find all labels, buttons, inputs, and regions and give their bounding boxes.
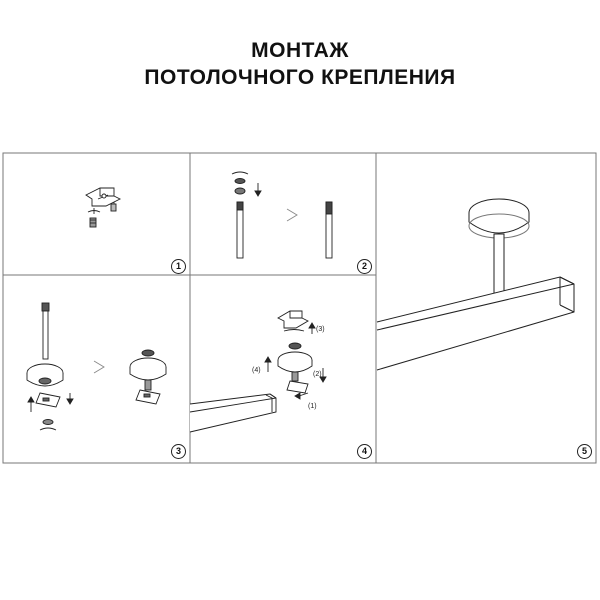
step-number-1: 1 [171,259,186,274]
panel-4-mount-to-profile: (3) (4) (2) (1) [189,310,327,433]
panel-3-canopy-assembly [26,302,167,431]
step-number-5: 5 [577,444,592,459]
step-4-label-2: (2) [313,371,322,378]
panel-5-final-view [376,198,575,371]
step-4-label-4: (4) [252,367,261,374]
title-line-2: ПОТОЛОЧНОГО КРЕПЛЕНИЯ [144,66,456,89]
step-4-label-3: (3) [316,326,325,333]
panel-2-rod-assembly [231,171,333,259]
panel-1-bracket-screws [85,187,122,228]
step-number-2: 2 [357,259,372,274]
step-number-3: 3 [171,444,186,459]
title-line-1: МОНТАЖ [251,39,349,62]
step-number-4: 4 [357,444,372,459]
step-4-label-1: (1) [308,403,317,410]
